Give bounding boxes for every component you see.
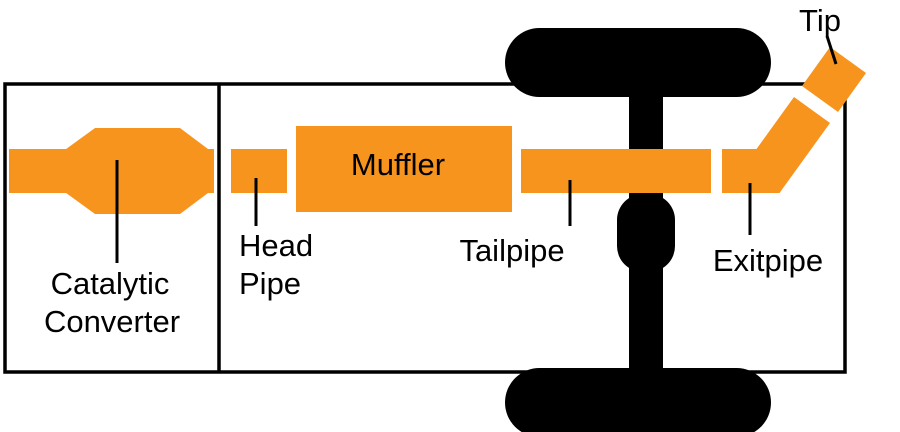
exitpipe [722,97,830,193]
exhaust-tip [802,47,866,112]
label-tip: Tip [799,3,841,38]
tailpipe [521,149,711,193]
rear-axle-assembly [505,28,771,432]
differential [617,194,675,272]
label-head-pipe-line2: Pipe [239,266,301,301]
head-pipe [231,149,287,193]
rear-wheel-top [505,28,771,97]
part-labels: Catalytic Converter Head Pipe Muffler Ta… [44,3,841,339]
label-exitpipe: Exitpipe [713,243,823,278]
label-catalytic-line1: Catalytic [51,266,170,301]
vehicle-frame [3,82,847,374]
callout-lines [115,35,838,263]
vehicle-frame-outline [3,82,847,374]
label-catalytic-line2: Converter [44,304,180,339]
rear-wheel-bottom [505,368,771,432]
label-head-pipe-line1: Head [239,228,313,263]
exhaust-system [9,47,866,214]
catalytic-converter [62,128,212,214]
label-muffler: Muffler [351,147,445,182]
label-tailpipe: Tailpipe [459,233,564,268]
muffler [296,126,512,212]
callout-line-tip [825,35,838,65]
